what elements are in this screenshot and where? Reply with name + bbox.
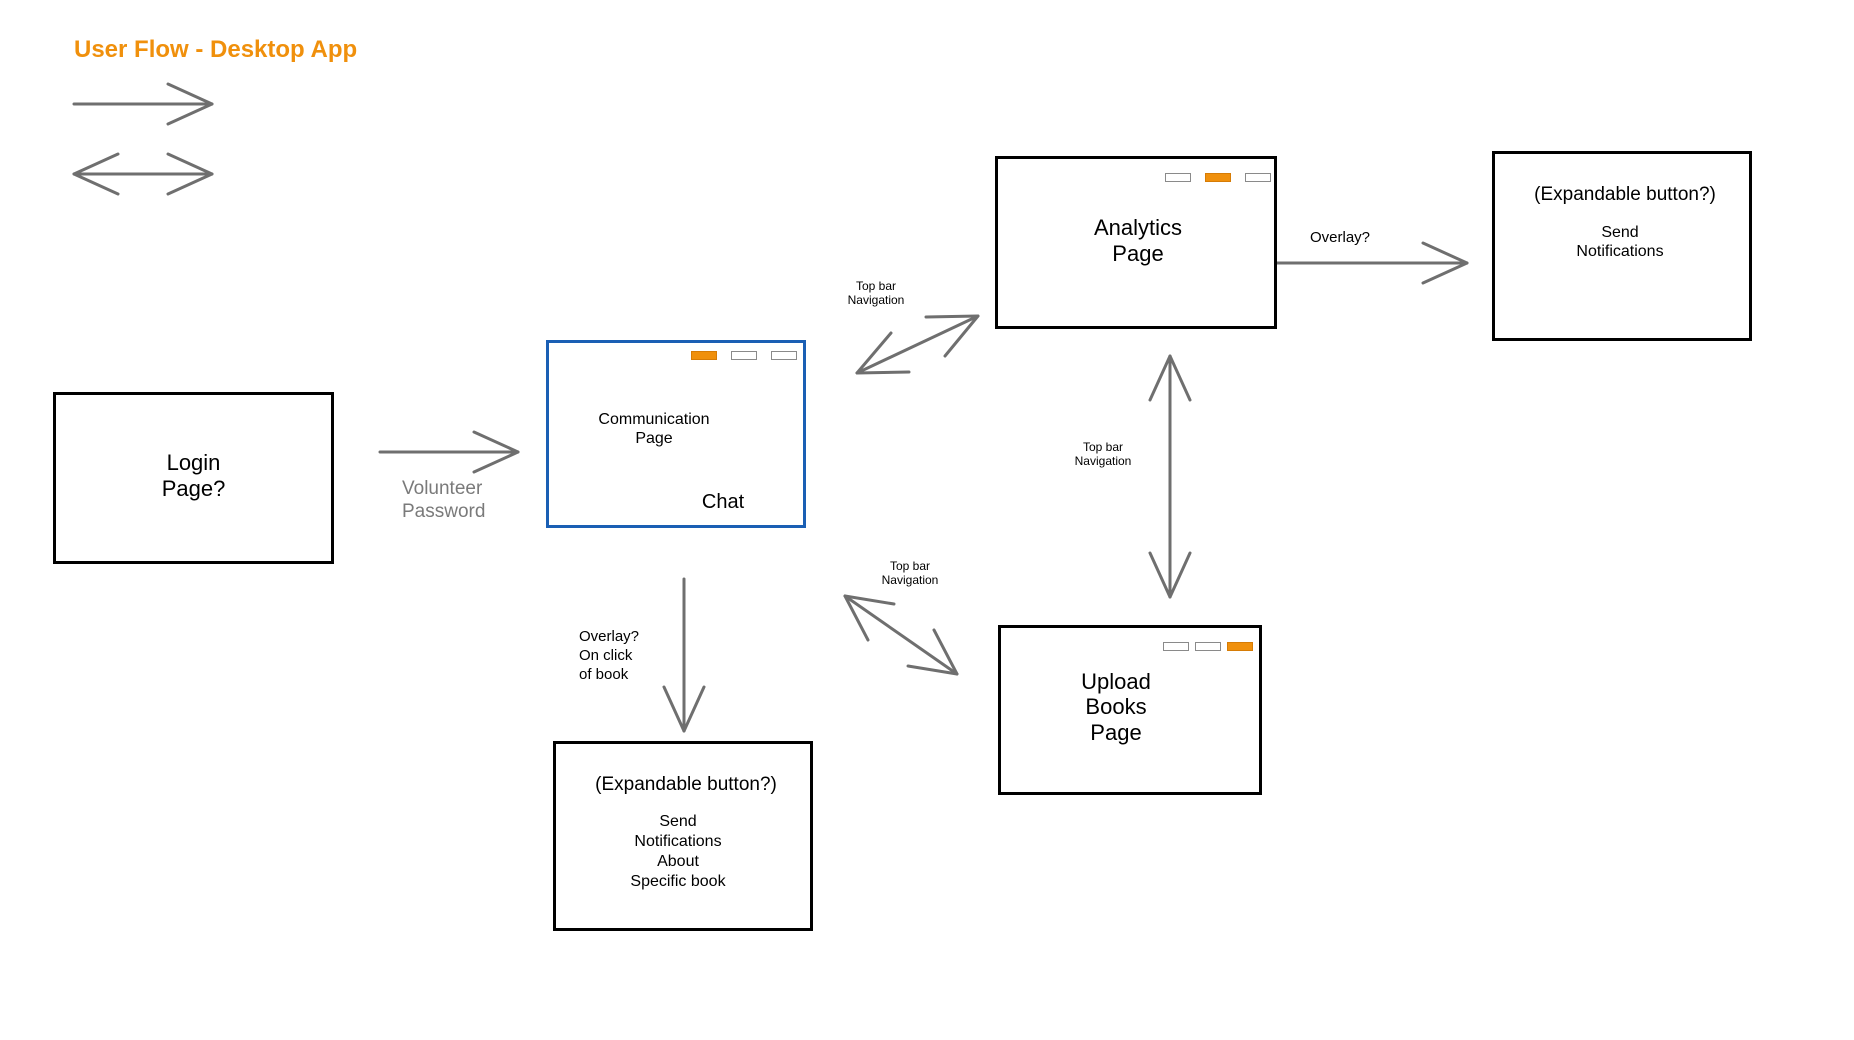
top-bar-tabs [1163, 642, 1253, 651]
upload-books-page-box: Upload Books Page [998, 625, 1262, 795]
tab-upload [1227, 642, 1253, 651]
tab-upload [771, 351, 797, 360]
arrow-communication-analytics [855, 314, 980, 375]
notifications-overlay-box: (Expandable button?) Send Notifications [1492, 151, 1752, 341]
tab-upload [1245, 173, 1271, 182]
top-bar-tabs [1165, 173, 1271, 182]
analytics-overlay-label: Overlay? [1310, 229, 1371, 246]
comm-upload-nav-label: Top bar Navigation [881, 559, 939, 588]
tab-analytics [731, 351, 757, 360]
page-title: User Flow - Desktop App [74, 36, 358, 63]
analytics-upload-nav-label: Top bar Navigation [1074, 440, 1132, 469]
communication-page-box: Communication Page Chat [546, 340, 806, 528]
communication-overlay-label: Overlay? On click of book [579, 628, 640, 683]
tab-communication [691, 351, 717, 360]
tab-communication [1163, 642, 1189, 651]
tab-analytics [1195, 642, 1221, 651]
volunteer-password-label: Volunteer Password [402, 478, 486, 522]
arrow-login-to-communication [378, 430, 520, 474]
communication-page-label: Communication Page [598, 411, 710, 447]
arrow-analytics-upload [1148, 354, 1192, 599]
tab-analytics [1205, 173, 1231, 182]
arrow-communication-upload [843, 594, 959, 676]
send-notifications-label: Send Notifications [1576, 224, 1664, 260]
chat-label: Chat [701, 491, 745, 513]
login-page-box: Login Page? [53, 392, 334, 564]
send-book-notifications-label: Send Notifications About Specific book [630, 813, 726, 890]
legend-double-arrow [72, 152, 214, 196]
analytics-page-box: Analytics Page [995, 156, 1277, 329]
comm-analytics-nav-label: Top bar Navigation [847, 279, 905, 308]
book-notifications-overlay-box: (Expandable button?) Send Notifications … [553, 741, 813, 931]
top-bar-tabs [691, 351, 797, 360]
login-page-label: Login Page? [161, 450, 226, 501]
arrow-communication-overlay [662, 577, 706, 733]
analytics-page-label: Analytics Page [1093, 215, 1183, 266]
upload-books-page-label: Upload Books Page [1081, 669, 1151, 745]
legend-single-arrow [72, 82, 214, 126]
tab-communication [1165, 173, 1191, 182]
arrow-analytics-overlay [1275, 241, 1469, 285]
expandable-button-heading: (Expandable button?) [1534, 184, 1716, 205]
expandable-button-heading: (Expandable button?) [595, 774, 777, 795]
